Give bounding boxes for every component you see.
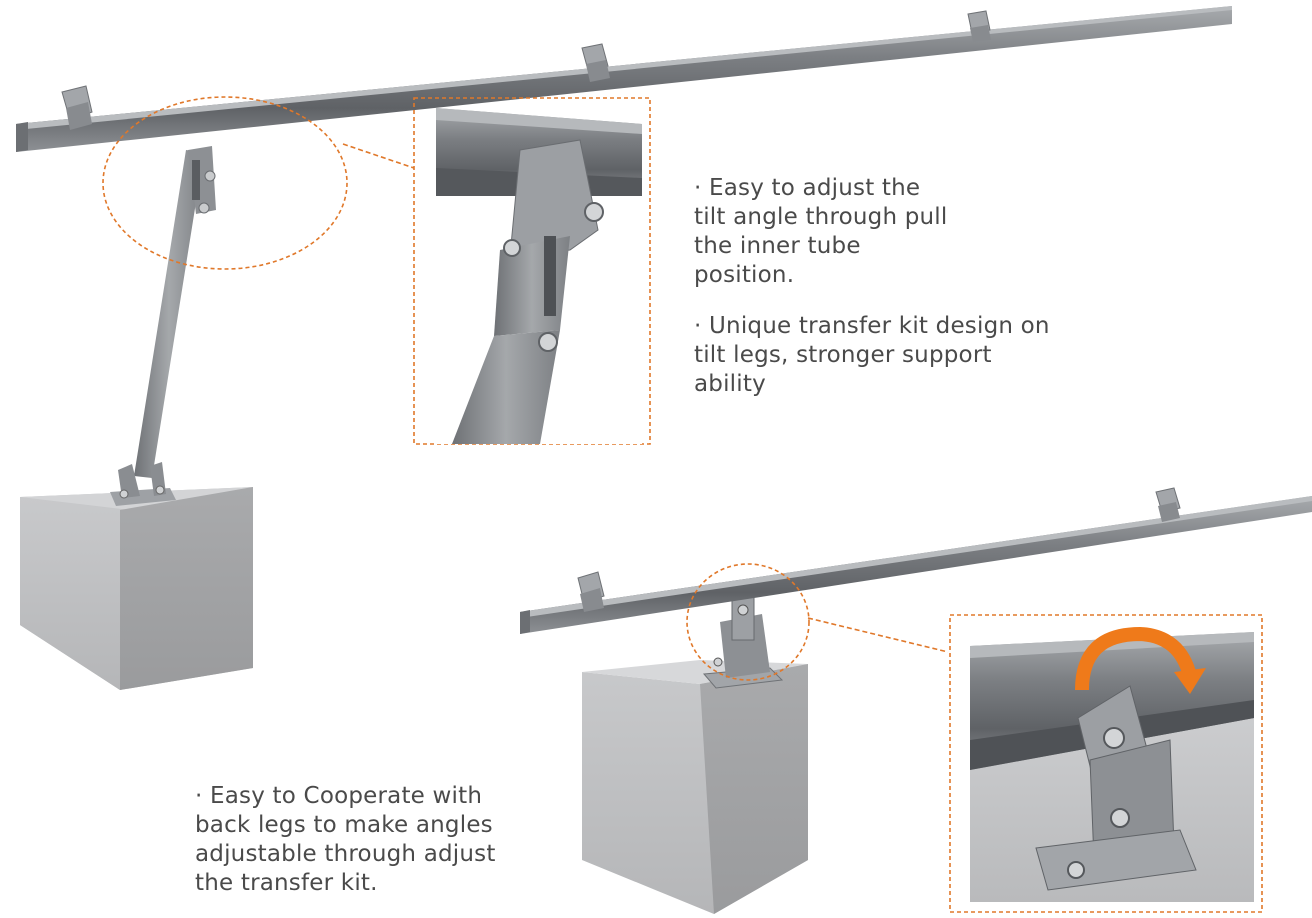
caption-text: · Easy to adjust the tilt angle through …: [694, 175, 948, 288]
concrete-ballast-block-top: [20, 487, 253, 690]
rail-clamp: [967, 10, 991, 42]
leader-line-top: [342, 143, 415, 169]
highlight-circle-bottom: [686, 563, 810, 681]
caption-text: · Unique transfer kit design on tilt leg…: [694, 313, 1050, 397]
mounting-rail-top: [16, 6, 1232, 152]
caption-tilt-adjust: · Easy to adjust the tilt angle through …: [694, 174, 954, 290]
leader-line-bottom: [807, 617, 949, 653]
rotation-arrow-icon: [1075, 626, 1206, 694]
bottom-assembly: [520, 487, 1312, 914]
highlight-circle-top: [102, 96, 348, 270]
tilt-leg: [134, 146, 216, 478]
rail-clamp: [1155, 487, 1181, 522]
leg-foot-bracket: [110, 462, 176, 506]
rail-clamp: [61, 85, 93, 130]
detail-inset-bottom: [949, 614, 1263, 913]
detail-inset-top: [413, 97, 651, 445]
top-assembly: [16, 6, 1232, 690]
caption-transfer-kit: · Unique transfer kit design on tilt leg…: [694, 312, 1064, 399]
transfer-kit: [702, 595, 784, 689]
rail-clamp: [581, 43, 610, 82]
caption-cooperate: · Easy to Cooperate with back legs to ma…: [195, 782, 515, 898]
concrete-ballast-block-bottom: [582, 660, 808, 914]
mounting-rail-bottom: [520, 496, 1312, 634]
rail-clamp: [577, 571, 605, 612]
caption-text: · Easy to Cooperate with back legs to ma…: [195, 783, 496, 896]
